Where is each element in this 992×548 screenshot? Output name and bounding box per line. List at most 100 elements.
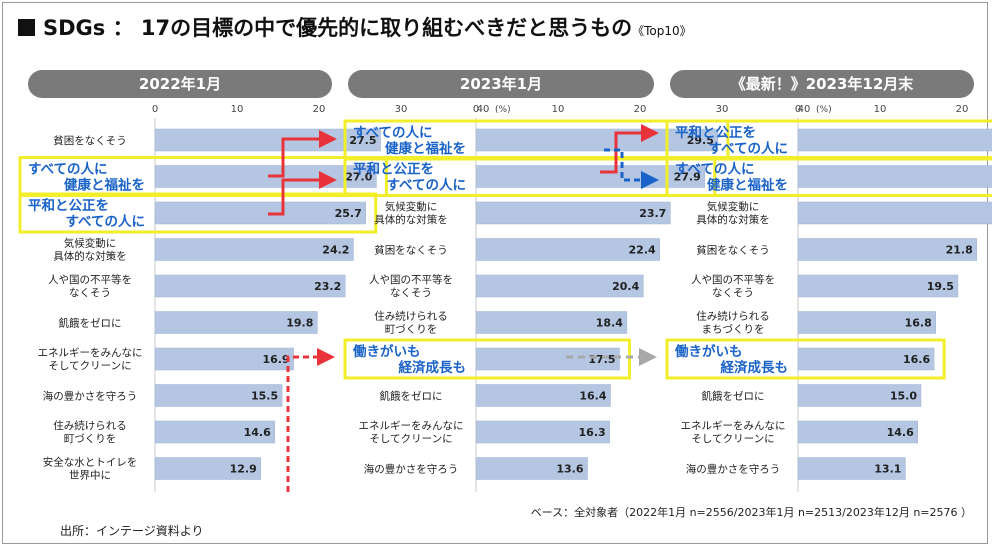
category-label: 気候変動に bbox=[385, 200, 438, 213]
value-label: 16.4 bbox=[579, 390, 606, 403]
category-label: 貧困をなくそう bbox=[53, 134, 127, 147]
bar bbox=[154, 420, 275, 444]
bar bbox=[797, 420, 918, 444]
value-label: 18.4 bbox=[596, 317, 623, 330]
tick-label: 30 bbox=[395, 104, 408, 115]
bar bbox=[797, 457, 906, 480]
tick-label: 10 bbox=[552, 104, 565, 115]
category-label: 健康と福祉を bbox=[385, 140, 466, 157]
bar bbox=[154, 128, 381, 152]
category-label: 貧困をなくそう bbox=[374, 244, 448, 257]
value-label: 21.8 bbox=[946, 244, 973, 257]
bar bbox=[154, 457, 262, 480]
value-label: 23.7 bbox=[639, 207, 666, 220]
bar bbox=[797, 274, 959, 298]
arrow-health-2022-to-2023 bbox=[268, 130, 337, 178]
arrow-peace-2023-to-2023dec bbox=[600, 124, 659, 174]
bar bbox=[797, 238, 978, 261]
highlight-box bbox=[343, 338, 631, 380]
category-label: すべての人に bbox=[353, 125, 433, 141]
value-label: 14.6 bbox=[887, 426, 914, 439]
panel-header-2022-01: 2022年1月 bbox=[28, 70, 332, 98]
category-label: なくそう bbox=[390, 287, 432, 299]
bar bbox=[797, 347, 935, 371]
category-label: 平和と公正を bbox=[353, 162, 434, 178]
bar bbox=[475, 238, 660, 261]
value-label: 25.7 bbox=[335, 207, 362, 220]
category-label: 健康と福祉を bbox=[64, 177, 145, 194]
value-label: 16.3 bbox=[579, 426, 606, 439]
source-note: 出所：インテージ資料より bbox=[60, 524, 204, 538]
change-arrows bbox=[268, 124, 659, 492]
tick-label: 40 bbox=[477, 104, 490, 115]
category-label: そしてクリーンに bbox=[691, 433, 774, 445]
category-label: 働きがいも bbox=[674, 343, 743, 360]
category-label: 人や国の不平等を bbox=[48, 273, 132, 286]
value-label: 27.9 bbox=[674, 171, 701, 184]
value-label: 15.0 bbox=[890, 390, 917, 403]
bar bbox=[154, 238, 354, 261]
bar bbox=[475, 347, 620, 371]
bar bbox=[475, 311, 628, 334]
bar bbox=[475, 420, 610, 444]
category-label: 平和と公正を bbox=[28, 198, 109, 214]
bar bbox=[475, 457, 588, 480]
bar bbox=[154, 201, 366, 225]
category-label: 海の豊かさを守ろう bbox=[686, 463, 781, 476]
arrow-peace-2022-to-2023 bbox=[268, 171, 337, 216]
bar bbox=[154, 165, 377, 188]
category-label: 安全な水とトイレを bbox=[43, 456, 138, 469]
title-sub: 《Top10》 bbox=[632, 24, 692, 38]
bar bbox=[797, 311, 937, 334]
page-title: SDGs ： 17の目標の中で優先的に取り組むべきだと思うもの《Top10》 bbox=[18, 12, 692, 42]
category-label: エネルギーをみんなに bbox=[359, 420, 464, 432]
value-label: 16.9 bbox=[262, 353, 289, 366]
arrow-health-2023-to-2023dec bbox=[604, 148, 659, 189]
category-label: すべての人に bbox=[65, 214, 145, 230]
category-label: 海の豊かさを守ろう bbox=[364, 463, 459, 476]
category-label: 気候変動に bbox=[64, 237, 117, 250]
category-label: 貧困をなくそう bbox=[696, 244, 770, 257]
category-label: 働きがいも bbox=[352, 343, 421, 360]
value-label: 20.4 bbox=[612, 280, 639, 293]
category-label: 経済成長も bbox=[399, 359, 467, 376]
category-label: すべての人に bbox=[28, 162, 108, 178]
tick-label: 30 bbox=[716, 104, 729, 115]
bar bbox=[154, 384, 283, 407]
highlight-box bbox=[665, 338, 946, 380]
category-label: そしてクリーンに bbox=[369, 433, 452, 445]
category-label: 気候変動に bbox=[707, 200, 760, 213]
highlight-box bbox=[18, 192, 378, 234]
category-label: なくそう bbox=[69, 287, 111, 299]
bar bbox=[797, 165, 992, 188]
category-label: 健康と福祉を bbox=[707, 177, 788, 194]
value-label: 27.0 bbox=[345, 171, 372, 184]
bar bbox=[154, 311, 318, 334]
category-label: なくそう bbox=[712, 287, 754, 299]
category-label: 経済成長も bbox=[721, 359, 789, 376]
category-label: 住み続けられる bbox=[696, 310, 770, 323]
panel-2: 010203040(%)30.6平和と公正をすべての人に28.0すべての人に健康… bbox=[665, 104, 992, 492]
panel-header-2023-12: 《最新！》2023年12月末 bbox=[670, 70, 974, 98]
bar bbox=[475, 201, 671, 225]
unit-label: (%) bbox=[816, 105, 832, 115]
category-label: すべての人に bbox=[675, 162, 755, 178]
category-label: すべての人に bbox=[386, 178, 466, 194]
value-label: 13.1 bbox=[874, 463, 901, 476]
base-note: ベース：全対象者（2022年1月 n=2556/2023年1月 n=2513/2… bbox=[530, 506, 972, 519]
value-label: 14.6 bbox=[244, 426, 271, 439]
title-square-icon bbox=[18, 19, 35, 36]
category-label: 町づくりを bbox=[64, 433, 117, 445]
value-label: 12.9 bbox=[230, 463, 257, 476]
bar bbox=[475, 274, 644, 298]
category-label: 人や国の不平等を bbox=[691, 273, 775, 286]
value-label: 24.2 bbox=[322, 244, 349, 257]
category-label: 飢餓をゼロに bbox=[59, 317, 122, 330]
category-label: そしてクリーンに bbox=[48, 360, 131, 372]
value-label: 19.5 bbox=[927, 280, 954, 293]
bar bbox=[797, 384, 922, 407]
value-label: 19.8 bbox=[286, 317, 313, 330]
value-label: 13.6 bbox=[556, 463, 583, 476]
